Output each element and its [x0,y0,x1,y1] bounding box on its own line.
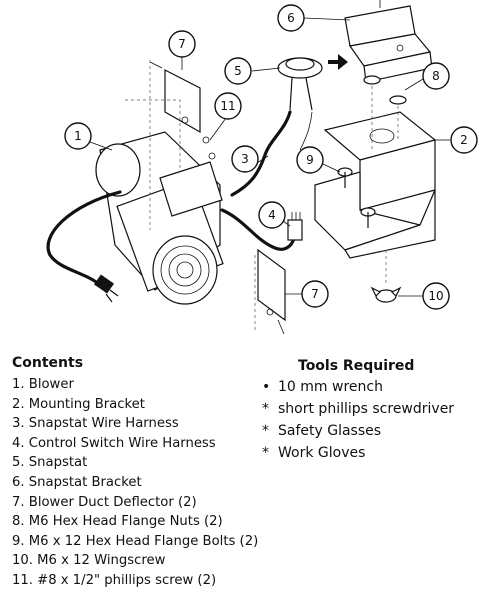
harness-connector [287,212,303,241]
svg-text:6: 6 [287,11,295,25]
svg-text:9: 9 [306,153,314,167]
asterisk-icon: * [262,423,269,439]
asterisk-icon: * [262,445,269,461]
callout-11: 11 [214,92,242,120]
bullet-icon: • [262,379,271,395]
contents-item-flange-bolts: 9. M6 x 12 Hex Head Flange Bolts (2) [12,533,259,549]
mounting-bracket [314,111,437,259]
svg-text:11: 11 [220,99,235,113]
callout-6: 6 [277,4,305,32]
direction-arrow [328,54,348,70]
contents-item-snapstat-wire-harness: 3. Snapstat Wire Harness [12,416,179,432]
wingscrew [370,250,402,303]
contents-item-control-switch-wire-harness: 4. Control Switch Wire Harness [12,435,216,451]
svg-text:7: 7 [178,37,186,51]
svg-text:4: 4 [268,208,276,222]
asterisk-icon: * [262,401,269,417]
assembly-guide-lines [125,60,399,330]
callout-10: 10 [422,282,450,310]
contents-item-snapstat: 5. Snapstat [12,455,88,471]
tools-required: Tools Required • 10 mm wrench * short phil… [258,358,486,464]
power-plug [94,274,119,303]
svg-text:8: 8 [432,69,440,83]
flange-bolt [337,167,376,228]
tool-item: * Work Gloves [258,442,486,464]
callout-3: 3 [231,145,259,173]
callout-7-upper: 7 [168,30,196,58]
callout-9: 9 [296,146,324,174]
snapstat [277,57,323,111]
contents-item-snapstat-bracket: 6. Snapstat Bracket [12,474,142,490]
tool-item: * Safety Glasses [258,420,486,442]
contents-item-blower-duct-deflector: 7. Blower Duct Deflector (2) [12,494,197,510]
contents-item-flange-nuts: 8. M6 Hex Head Flange Nuts (2) [12,514,223,530]
contents-list: Contents 1. Blower 2. Mounting Bracket 3… [12,355,292,591]
tool-item: * short phillips screwdriver [258,398,486,420]
svg-text:10: 10 [428,289,443,303]
svg-text:5: 5 [234,64,242,78]
tool-label: Safety Glasses [278,423,382,439]
callout-8: 8 [422,62,450,90]
tools-title: Tools Required [298,358,415,374]
svg-text:3: 3 [241,152,249,166]
callout-4: 4 [258,201,286,229]
svg-text:2: 2 [460,133,468,147]
tool-label: 10 mm wrench [278,379,383,395]
callout-2: 2 [450,126,478,154]
contents-item-mounting-bracket: 2. Mounting Bracket [12,396,145,412]
contents-title: Contents [12,355,84,371]
callout-1: 1 [64,122,92,150]
phillips-screw [202,136,216,160]
svg-text:1: 1 [74,129,82,143]
svg-text:7: 7 [311,287,319,301]
blower-duct-deflector [149,61,286,335]
snapstat-bracket [344,0,433,83]
callout-5: 5 [224,57,252,85]
contents-item-wingscrew: 10. M6 x 12 Wingscrew [12,553,166,569]
tool-item: • 10 mm wrench [258,376,486,398]
power-cord [46,190,122,287]
callout-leaders [89,17,450,297]
tool-label: Work Gloves [278,445,366,461]
blower [95,131,224,305]
contents-item-blower: 1. Blower [12,377,74,392]
contents-item-phillips-screw: 11. #8 x 1/2" phillips screw (2) [12,572,217,588]
callout-7-lower: 7 [301,280,329,308]
control-switch-wire-harness [220,208,296,251]
parts-diagram: 1 2 3 4 5 6 7 7 8 9 10 11 [46,0,478,335]
snapstat-wire-harness [230,110,292,197]
tool-label: short phillips screwdriver [278,401,455,417]
flange-nut [363,75,407,105]
